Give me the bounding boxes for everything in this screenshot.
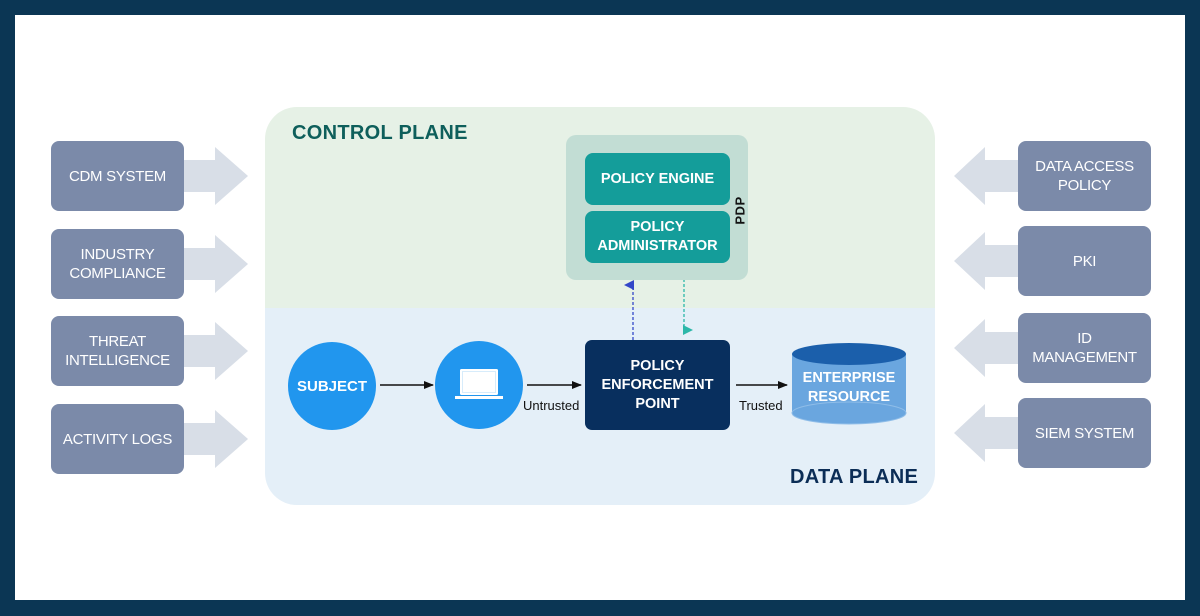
input-label: INDUSTRY COMPLIANCE — [69, 246, 166, 282]
input-label: ID MANAGEMENT — [1032, 330, 1137, 366]
enterprise-resource-label: ENTERPRISE RESOURCE — [802, 370, 896, 405]
pep-label: POLICY ENFORCEMENT POINT — [601, 357, 714, 412]
input-label: CDM SYSTEM — [68, 167, 166, 185]
input-arrow-activity — [183, 410, 248, 468]
policy-engine: POLICY ENGINE — [585, 153, 730, 205]
input-siem-system: SIEM SYSTEM — [1018, 398, 1151, 468]
input-arrow-compliance — [183, 235, 248, 293]
input-arrow-threat — [183, 322, 248, 380]
input-arrow-pki — [954, 232, 1018, 290]
pdp-label: PDP — [728, 195, 752, 225]
data-plane-title: DATA PLANE — [790, 466, 919, 488]
policy-enforcement-point: POLICY ENFORCEMENT POINT — [585, 340, 730, 430]
input-industry-compliance: INDUSTRY COMPLIANCE — [51, 229, 184, 299]
pdp-label-text: PDP — [732, 195, 748, 225]
control-plane-title: CONTROL PLANE — [292, 122, 468, 144]
policy-engine-label: POLICY ENGINE — [600, 170, 715, 187]
input-pki: PKI — [1018, 226, 1151, 296]
input-label: PKI — [1072, 252, 1097, 270]
trusted-label: Trusted — [739, 398, 783, 413]
policy-administrator-label: POLICY ADMINISTRATOR — [597, 219, 718, 254]
input-id-management: ID MANAGEMENT — [1018, 313, 1151, 383]
input-arrow-data-access — [954, 147, 1018, 205]
policy-administrator: POLICY ADMINISTRATOR — [585, 211, 730, 263]
input-arrow-id — [954, 319, 1018, 377]
enterprise-resource-cylinder — [791, 343, 907, 425]
input-threat-intelligence: THREAT INTELLIGENCE — [51, 316, 184, 386]
input-label: ACTIVITY LOGS — [62, 430, 173, 448]
input-cdm-system: CDM SYSTEM — [51, 141, 184, 211]
laptop-icon — [455, 369, 503, 399]
input-activity-logs: ACTIVITY LOGS — [51, 404, 184, 474]
device-node — [435, 341, 523, 429]
input-arrow-cdm — [183, 147, 248, 205]
input-data-access-policy: DATA ACCESS POLICY — [1018, 141, 1151, 211]
input-arrow-siem — [954, 404, 1018, 462]
subject-label: SUBJECT — [296, 377, 367, 395]
input-label: THREAT INTELLIGENCE — [65, 333, 170, 369]
input-label: DATA ACCESS POLICY — [1035, 158, 1134, 194]
subject-node: SUBJECT — [288, 342, 376, 430]
input-label: SIEM SYSTEM — [1034, 424, 1135, 442]
untrusted-label: Untrusted — [523, 398, 580, 413]
